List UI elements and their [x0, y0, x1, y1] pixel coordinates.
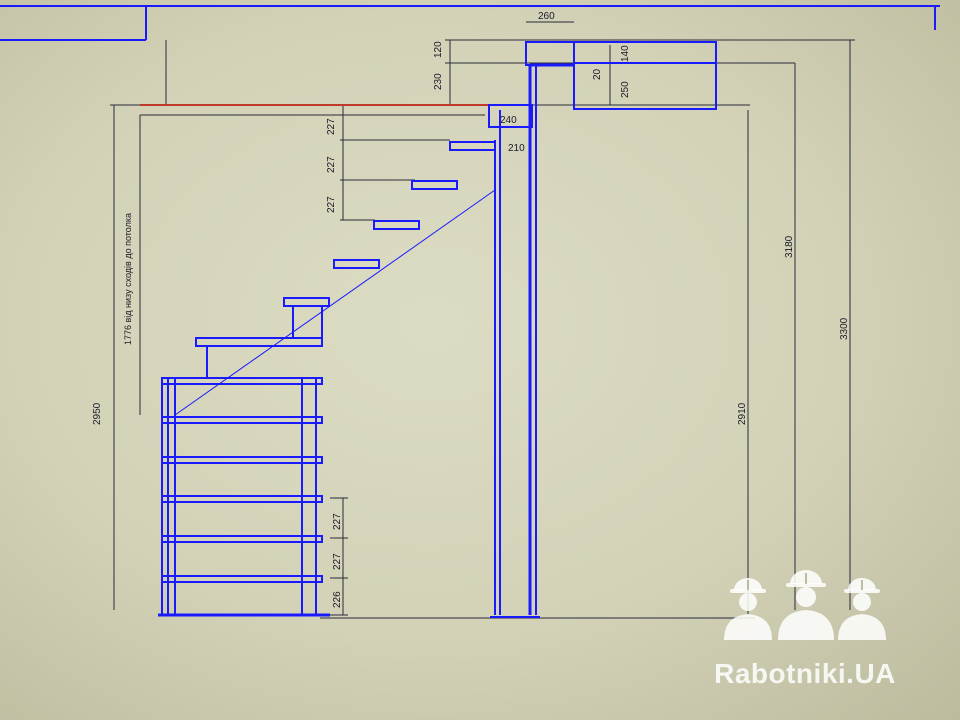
watermark: Rabotniki.UA — [680, 570, 930, 700]
dim-140: 140 — [620, 45, 631, 62]
workers-helmets-icon — [724, 570, 886, 640]
dim-2950: 2950 — [92, 402, 103, 425]
dim-20: 20 — [592, 68, 603, 80]
tread-7 — [161, 377, 323, 385]
watermark-text: Rabotniki.UA — [714, 658, 896, 689]
dim-227-c: 227 — [326, 196, 337, 213]
tread-2 — [411, 180, 458, 190]
dimension-texts: 260 120 230 140 20 250 240 210 227 227 2… — [92, 11, 850, 608]
dim-2910: 2910 — [737, 402, 748, 425]
vertical-note: 1776 від низу сходів до потолка — [123, 213, 133, 345]
dim-227-b: 227 — [326, 156, 337, 173]
dim-3300: 3300 — [839, 317, 850, 340]
dim-227-a: 227 — [326, 118, 337, 135]
tread-3 — [373, 220, 420, 230]
dimension-lines — [113, 21, 851, 615]
tread-10 — [161, 495, 323, 503]
dim-250: 250 — [620, 81, 631, 98]
tread-11 — [161, 535, 323, 543]
tread-9 — [161, 456, 323, 464]
dim-227-d: 227 — [332, 513, 343, 530]
dim-3180: 3180 — [784, 235, 795, 258]
dim-210: 210 — [508, 143, 525, 154]
dim-260: 260 — [538, 11, 555, 22]
dim-230: 230 — [433, 73, 444, 90]
tread-6 — [195, 337, 323, 347]
reference-lines — [110, 39, 855, 619]
tread-12 — [161, 575, 323, 583]
lower-flight — [158, 377, 330, 617]
tread-5 — [283, 297, 330, 307]
dim-227-e: 227 — [332, 553, 343, 570]
upper-treads — [195, 141, 496, 378]
dim-226: 226 — [332, 591, 343, 608]
tread-8 — [161, 416, 323, 424]
stair-structure — [174, 104, 533, 615]
tread-4 — [333, 259, 380, 269]
dim-120: 120 — [433, 41, 444, 58]
window-frame — [0, 5, 940, 41]
dim-240: 240 — [500, 115, 517, 126]
tread-1 — [449, 141, 496, 151]
ceiling-slab — [140, 41, 717, 615]
